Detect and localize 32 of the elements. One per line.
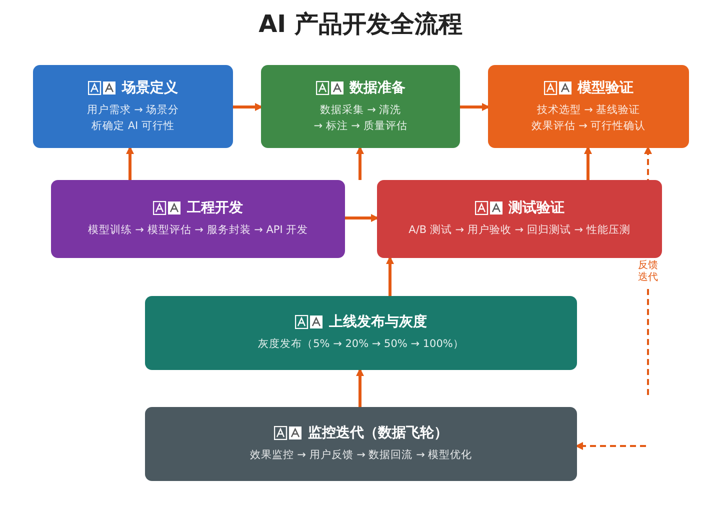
step-title: 场景定义 bbox=[122, 79, 178, 98]
process-box bbox=[377, 180, 662, 258]
arrow bbox=[584, 146, 592, 180]
arrow bbox=[233, 103, 263, 111]
diagram-title: AI 产品开发全流程 bbox=[258, 9, 462, 40]
step-title: 上线发布与灰度 bbox=[329, 313, 427, 332]
step-title: 工程开发 bbox=[187, 199, 243, 218]
arrow bbox=[386, 256, 394, 296]
step-description: A/B 测试 → 用户验收 → 回归测试 → 性能压测 bbox=[408, 223, 630, 238]
process-box bbox=[51, 180, 345, 258]
step-description: 数据采集 → 清洗 → 标注 → 质量评估 bbox=[312, 103, 408, 134]
step-title: 监控迭代（数据飞轮） bbox=[308, 424, 448, 442]
arrow bbox=[460, 103, 490, 111]
process-box bbox=[33, 65, 233, 148]
edge-label: 反馈迭代 bbox=[637, 258, 659, 286]
step-description: 效果监控 → 用户反馈 → 数据回流 → 模型优化 bbox=[250, 448, 472, 464]
process-box bbox=[145, 407, 577, 481]
step-description: 模型训练 → 模型评估 → 服务封装 → API 开发 bbox=[88, 223, 308, 238]
arrow bbox=[575, 442, 646, 450]
arrow bbox=[356, 146, 364, 180]
step-description: 用户需求 → 场景分析确定 AI 可行性 bbox=[86, 103, 180, 134]
arrow bbox=[126, 146, 134, 180]
process-box bbox=[145, 296, 577, 370]
step-title: 模型验证 bbox=[578, 79, 634, 98]
step-description: 技术选型 → 基线验证效果评估 → 可行性确认 bbox=[530, 103, 647, 134]
arrow bbox=[345, 214, 379, 222]
arrow bbox=[356, 368, 364, 407]
step-title: 数据准备 bbox=[350, 79, 406, 98]
process-box bbox=[488, 65, 689, 148]
step-title: 测试验证 bbox=[508, 199, 564, 218]
process-box bbox=[261, 65, 460, 148]
step-description: 灰度发布（5% → 20% → 50% → 100%） bbox=[258, 337, 464, 352]
